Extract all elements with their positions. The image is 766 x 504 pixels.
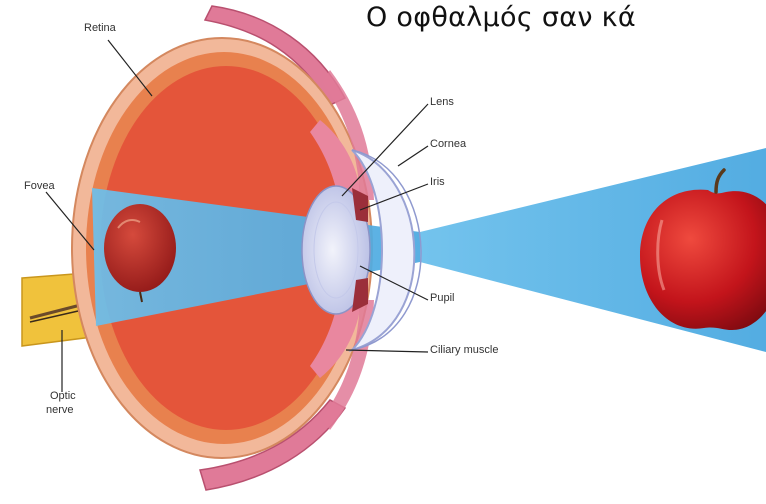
label-optic-nerve-line2: nerve	[46, 404, 74, 416]
label-optic-nerve-line1: Optic	[50, 390, 76, 402]
label-pupil: Pupil	[430, 292, 454, 304]
label-cornea: Cornea	[430, 138, 466, 150]
label-fovea: Fovea	[24, 180, 55, 192]
label-lens: Lens	[430, 96, 454, 108]
page-title: Ο οφθαλμός σαν κά	[366, 2, 636, 33]
cornea-leader	[398, 146, 428, 166]
label-ciliary-muscle: Ciliary muscle	[430, 344, 498, 356]
label-retina: Retina	[84, 22, 116, 34]
label-iris: Iris	[430, 176, 445, 188]
